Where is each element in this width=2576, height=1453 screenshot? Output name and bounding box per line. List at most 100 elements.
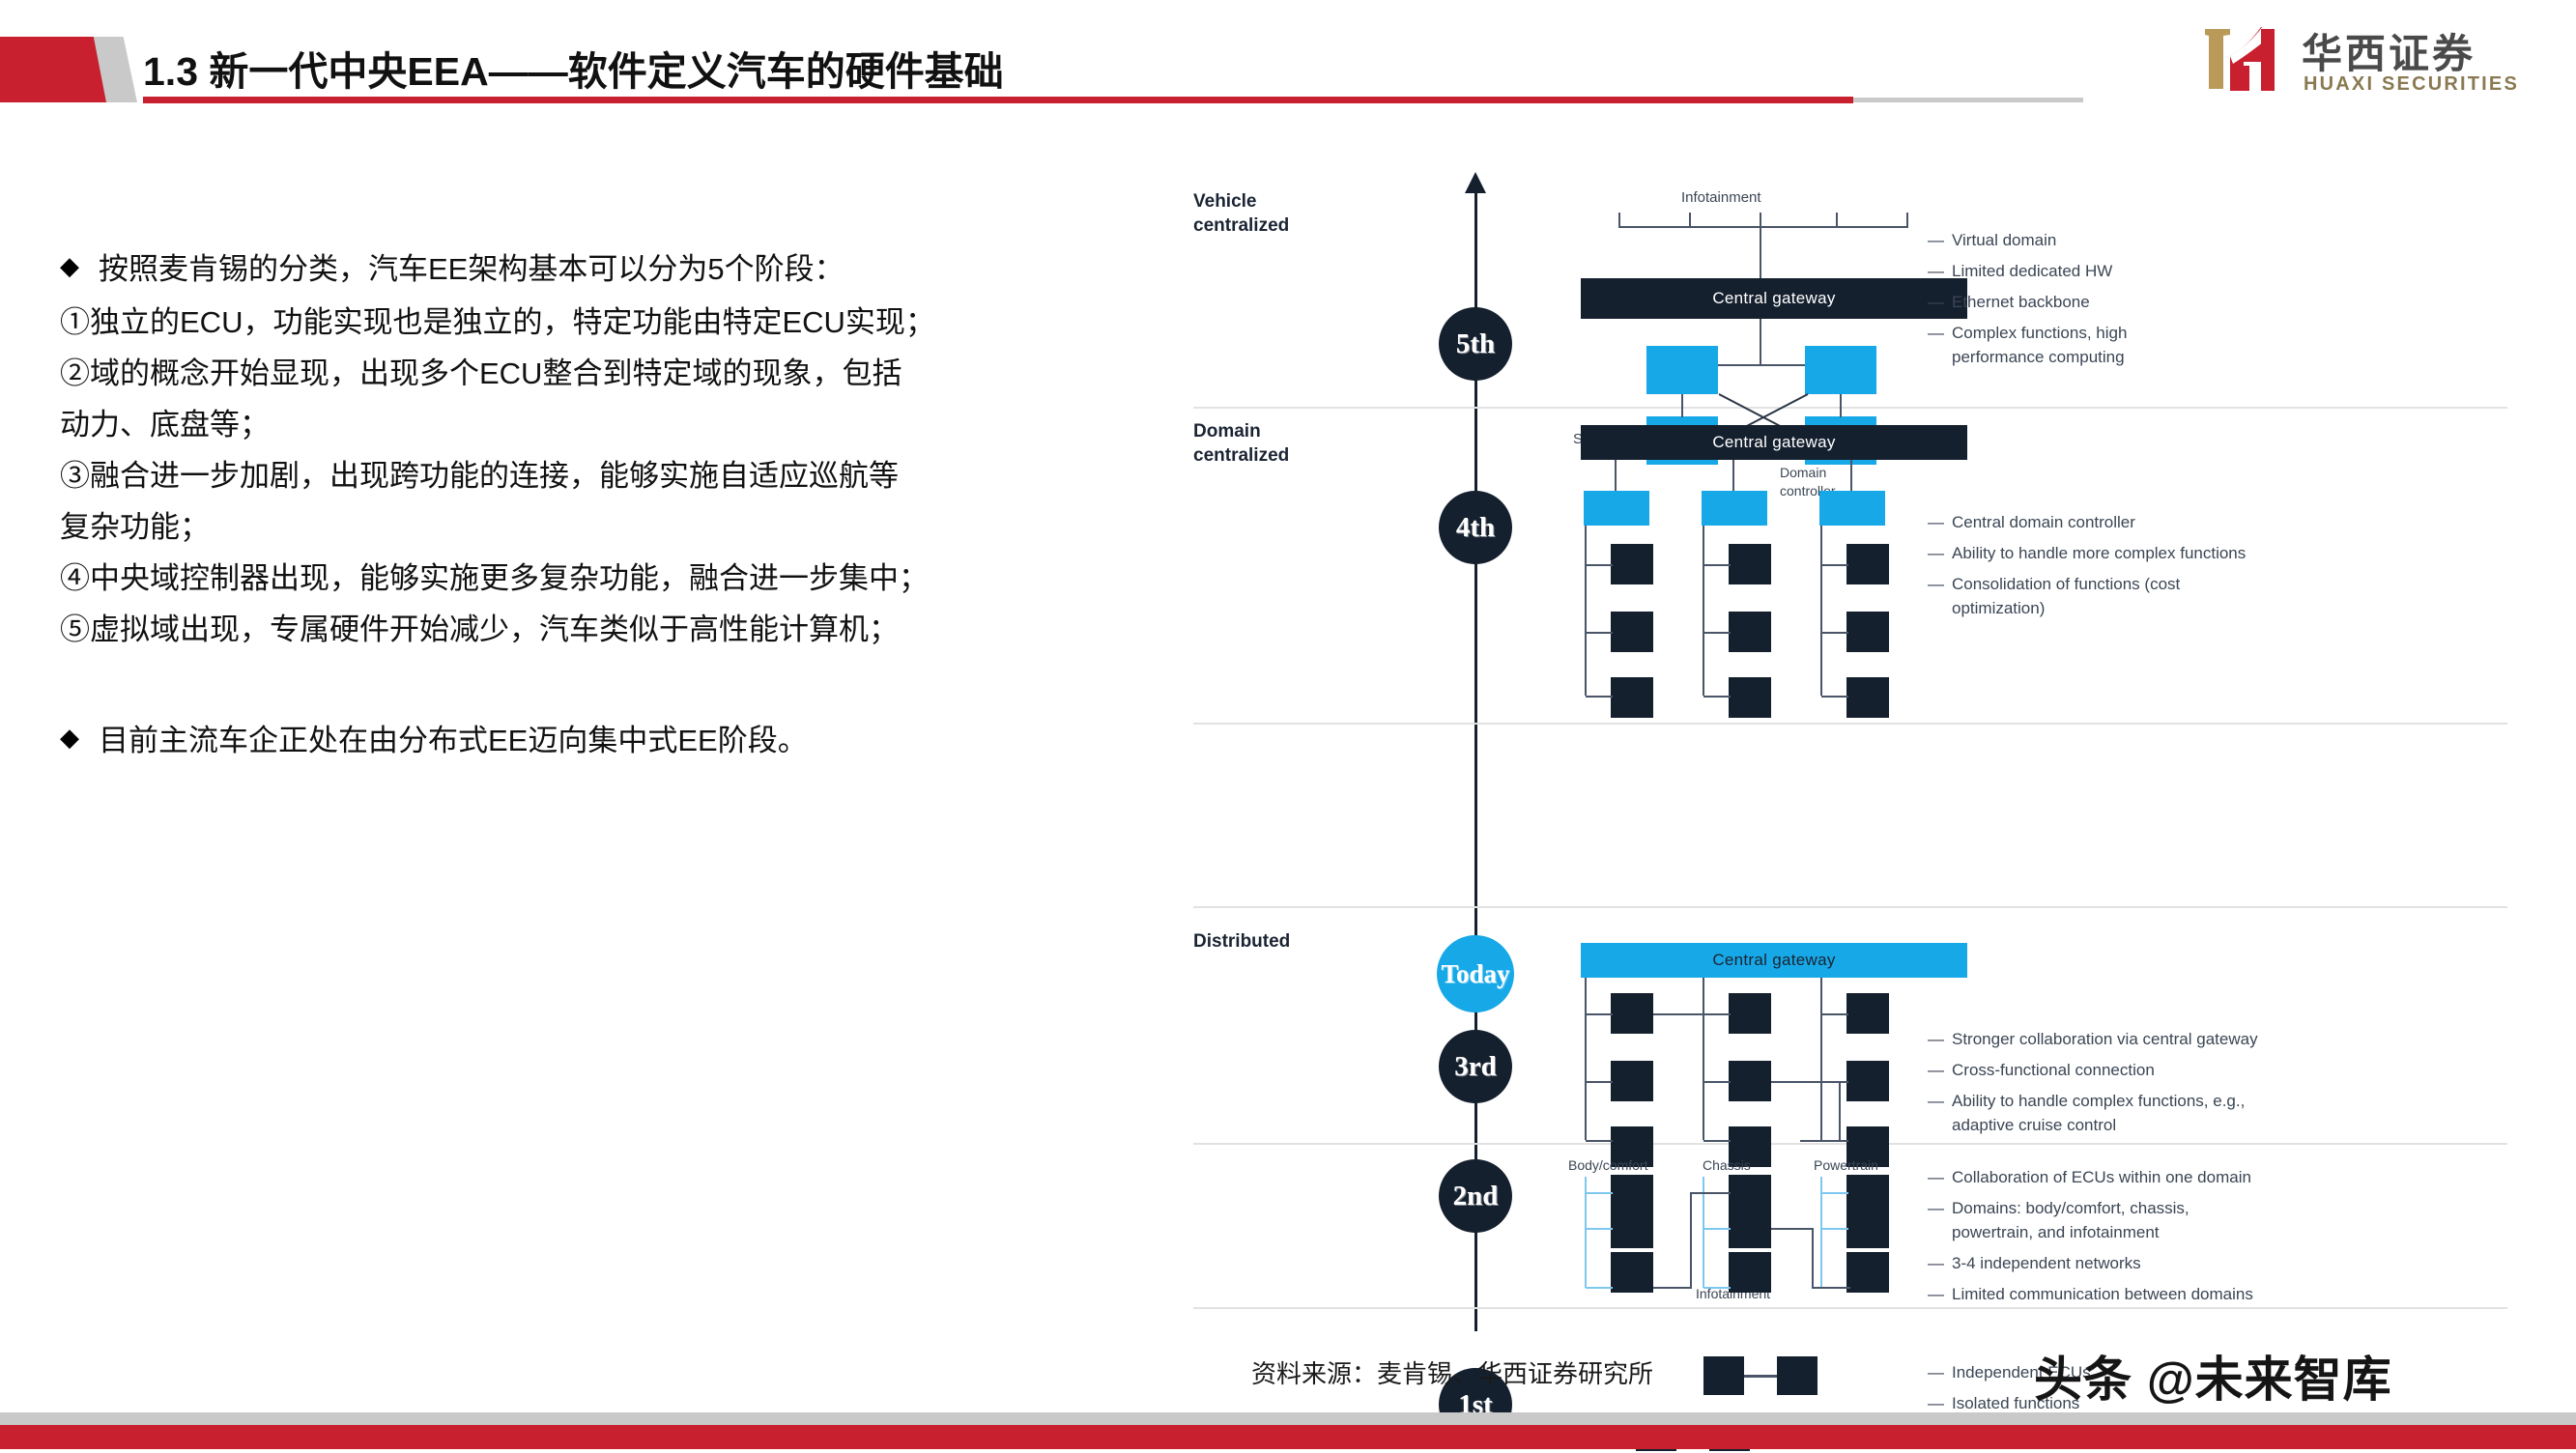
features-3rd: —Stronger collaboration via central gate… (1928, 1027, 2391, 1144)
caption-powertrain: Powertrain (1814, 1157, 1878, 1173)
ecu-block (1846, 1208, 1889, 1248)
slide-header: 1.3 新一代中央EEA——软件定义汽车的硬件基础 华西证券 HUAXI SEC… (0, 0, 2576, 126)
caption-chassis: Chassis (1703, 1157, 1751, 1173)
ecu-link (1703, 1013, 1731, 1015)
huaxi-securities-logo: 华西证券 HUAXI SECURITIES (2201, 21, 2539, 104)
domain-bus-2 (1703, 526, 1704, 696)
interdomain-link-2 (1690, 1192, 1692, 1289)
timeline-axis (1474, 189, 1477, 1331)
feature-item: —Isolated functions (1928, 1391, 2391, 1415)
domain-controller-3 (1819, 491, 1885, 526)
feature-item: —Cross-functional connection (1928, 1058, 2391, 1082)
ecu-link (1586, 1013, 1613, 1015)
ecu-link-blue (1703, 1287, 1731, 1289)
paragraph-1-item-5: 复杂功能； (60, 510, 210, 544)
dash-bullet-icon: — (1928, 1254, 1944, 1272)
paragraph-1-item-6: ④中央域控制器出现，能够实施更多复杂功能，融合进一步集中； (60, 561, 929, 595)
paragraph-1-item-3: 动力、底盘等； (60, 408, 270, 442)
bus-stub-3 (1760, 213, 1761, 228)
dash-bullet-icon: — (1928, 1168, 1944, 1186)
ecu-block (1611, 677, 1653, 718)
feature-item: —Ethernet backbone (1928, 290, 2333, 314)
domain-bus-1 (1585, 526, 1587, 696)
bus-stub-1 (1618, 213, 1620, 228)
feature-item: —Independent ECUs (1928, 1360, 2391, 1384)
ecu-block-isolated (1703, 1356, 1744, 1395)
dash-bullet-icon: — (1928, 1092, 1944, 1110)
domain-controller-2 (1702, 491, 1767, 526)
source-note: 资料来源：麦肯锡、华西证券研究所 (1251, 1360, 1654, 1388)
gateway-drop-5th (1760, 319, 1761, 365)
dash-bullet-icon: — (1928, 1030, 1944, 1048)
feature-item: —3-4 independent networks (1928, 1251, 2391, 1275)
ecu-link (1703, 1140, 1731, 1142)
link-left-vertical (1681, 394, 1683, 417)
features-2nd: —Collaboration of ECUs within one domain… (1928, 1165, 2391, 1313)
ecu-block (1729, 1126, 1771, 1167)
stage-node-5th: 5th (1439, 307, 1512, 381)
diamond-bullet-icon: ◆ (60, 251, 79, 280)
gw-drop-4th-1 (1615, 460, 1617, 499)
watermark: 头条 @未来智库 (2034, 1353, 2392, 1407)
ecu-block (1729, 1208, 1771, 1248)
band-separator-1 (1193, 407, 2507, 409)
isolated-link-1 (1744, 1375, 1777, 1378)
paragraph-1-item-2: ②域的概念开始显现，出现多个ECU整合到特定域的现象，包括 (60, 356, 902, 390)
ecu-link (1821, 564, 1848, 566)
domain-bus-3 (1820, 526, 1822, 696)
feature-item: —Domains: body/comfort, chassis, powertr… (1928, 1196, 2391, 1244)
dash-bullet-icon: — (1928, 231, 1944, 249)
ecu-link-blue (1586, 1192, 1613, 1194)
interdomain-link-5 (1812, 1228, 1814, 1288)
feature-item: —Central domain controller (1928, 510, 2372, 534)
paragraph-1-lead-text: 按照麦肯锡的分类，汽车EE架构基本可以分为5个阶段： (99, 252, 844, 286)
features-4th: —Central domain controller —Ability to h… (1928, 510, 2372, 627)
band-separator-5 (1193, 1307, 2507, 1309)
ecu-link-blue (1586, 1228, 1613, 1230)
ecu-block (1846, 1252, 1889, 1293)
ecu-link-blue (1703, 1228, 1731, 1230)
link-top-horizontal (1718, 364, 1805, 366)
ecu-link (1703, 1081, 1731, 1083)
paragraph-1-lead: ◆ 按照麦肯锡的分类，汽车EE架构基本可以分为5个阶段： (60, 243, 1200, 295)
ecu-block-isolated (1777, 1356, 1818, 1395)
page-title: 1.3 新一代中央EEA——软件定义汽车的硬件基础 (143, 49, 1004, 94)
ecu-link (1821, 1013, 1848, 1015)
dash-bullet-icon: — (1928, 1394, 1944, 1412)
actuator-block-tr (1805, 346, 1876, 394)
stage-label-domain-centralized: Domain centralized (1193, 421, 1290, 466)
gw-drop-4th-2 (1732, 460, 1734, 499)
band-separator-3 (1193, 906, 2507, 908)
ecu-link (1703, 696, 1731, 698)
stage-node-today: Today (1437, 935, 1514, 1012)
dash-bullet-icon: — (1928, 1285, 1944, 1303)
interdomain-link-4 (1771, 1228, 1814, 1230)
ecu-block (1846, 1061, 1889, 1101)
stage-label-distributed: Distributed (1193, 931, 1291, 952)
ecu-block (1846, 1126, 1889, 1167)
ecu-link (1586, 564, 1613, 566)
caption-infotainment-5th: Infotainment (1681, 189, 1761, 206)
ecu-block (1611, 1252, 1653, 1293)
ecu-block (1729, 1252, 1771, 1293)
gw-bus-3rd-3 (1820, 978, 1822, 1140)
ecu-link (1821, 632, 1848, 634)
domain-net-3 (1820, 1177, 1822, 1288)
stage-node-3rd: 3rd (1439, 1030, 1512, 1103)
bus-line-5th (1618, 226, 1908, 228)
axis-up-arrow-icon (1465, 172, 1486, 193)
bus-stub-4 (1836, 213, 1838, 228)
domain-controller-1 (1584, 491, 1649, 526)
ecu-block (1846, 544, 1889, 584)
ecu-link (1586, 1140, 1613, 1142)
ecu-link-blue (1821, 1228, 1848, 1230)
bus-stub-2 (1689, 213, 1691, 228)
footer-bar-grey (0, 1412, 2576, 1425)
dash-bullet-icon: — (1928, 575, 1944, 593)
dash-bullet-icon: — (1928, 324, 1944, 342)
ecu-block (1846, 993, 1889, 1034)
ecu-block (1611, 993, 1653, 1034)
feature-item: —Ability to handle more complex function… (1928, 541, 2372, 565)
ecu-block (1846, 612, 1889, 652)
caption-body-comfort: Body/comfort (1568, 1157, 1648, 1173)
